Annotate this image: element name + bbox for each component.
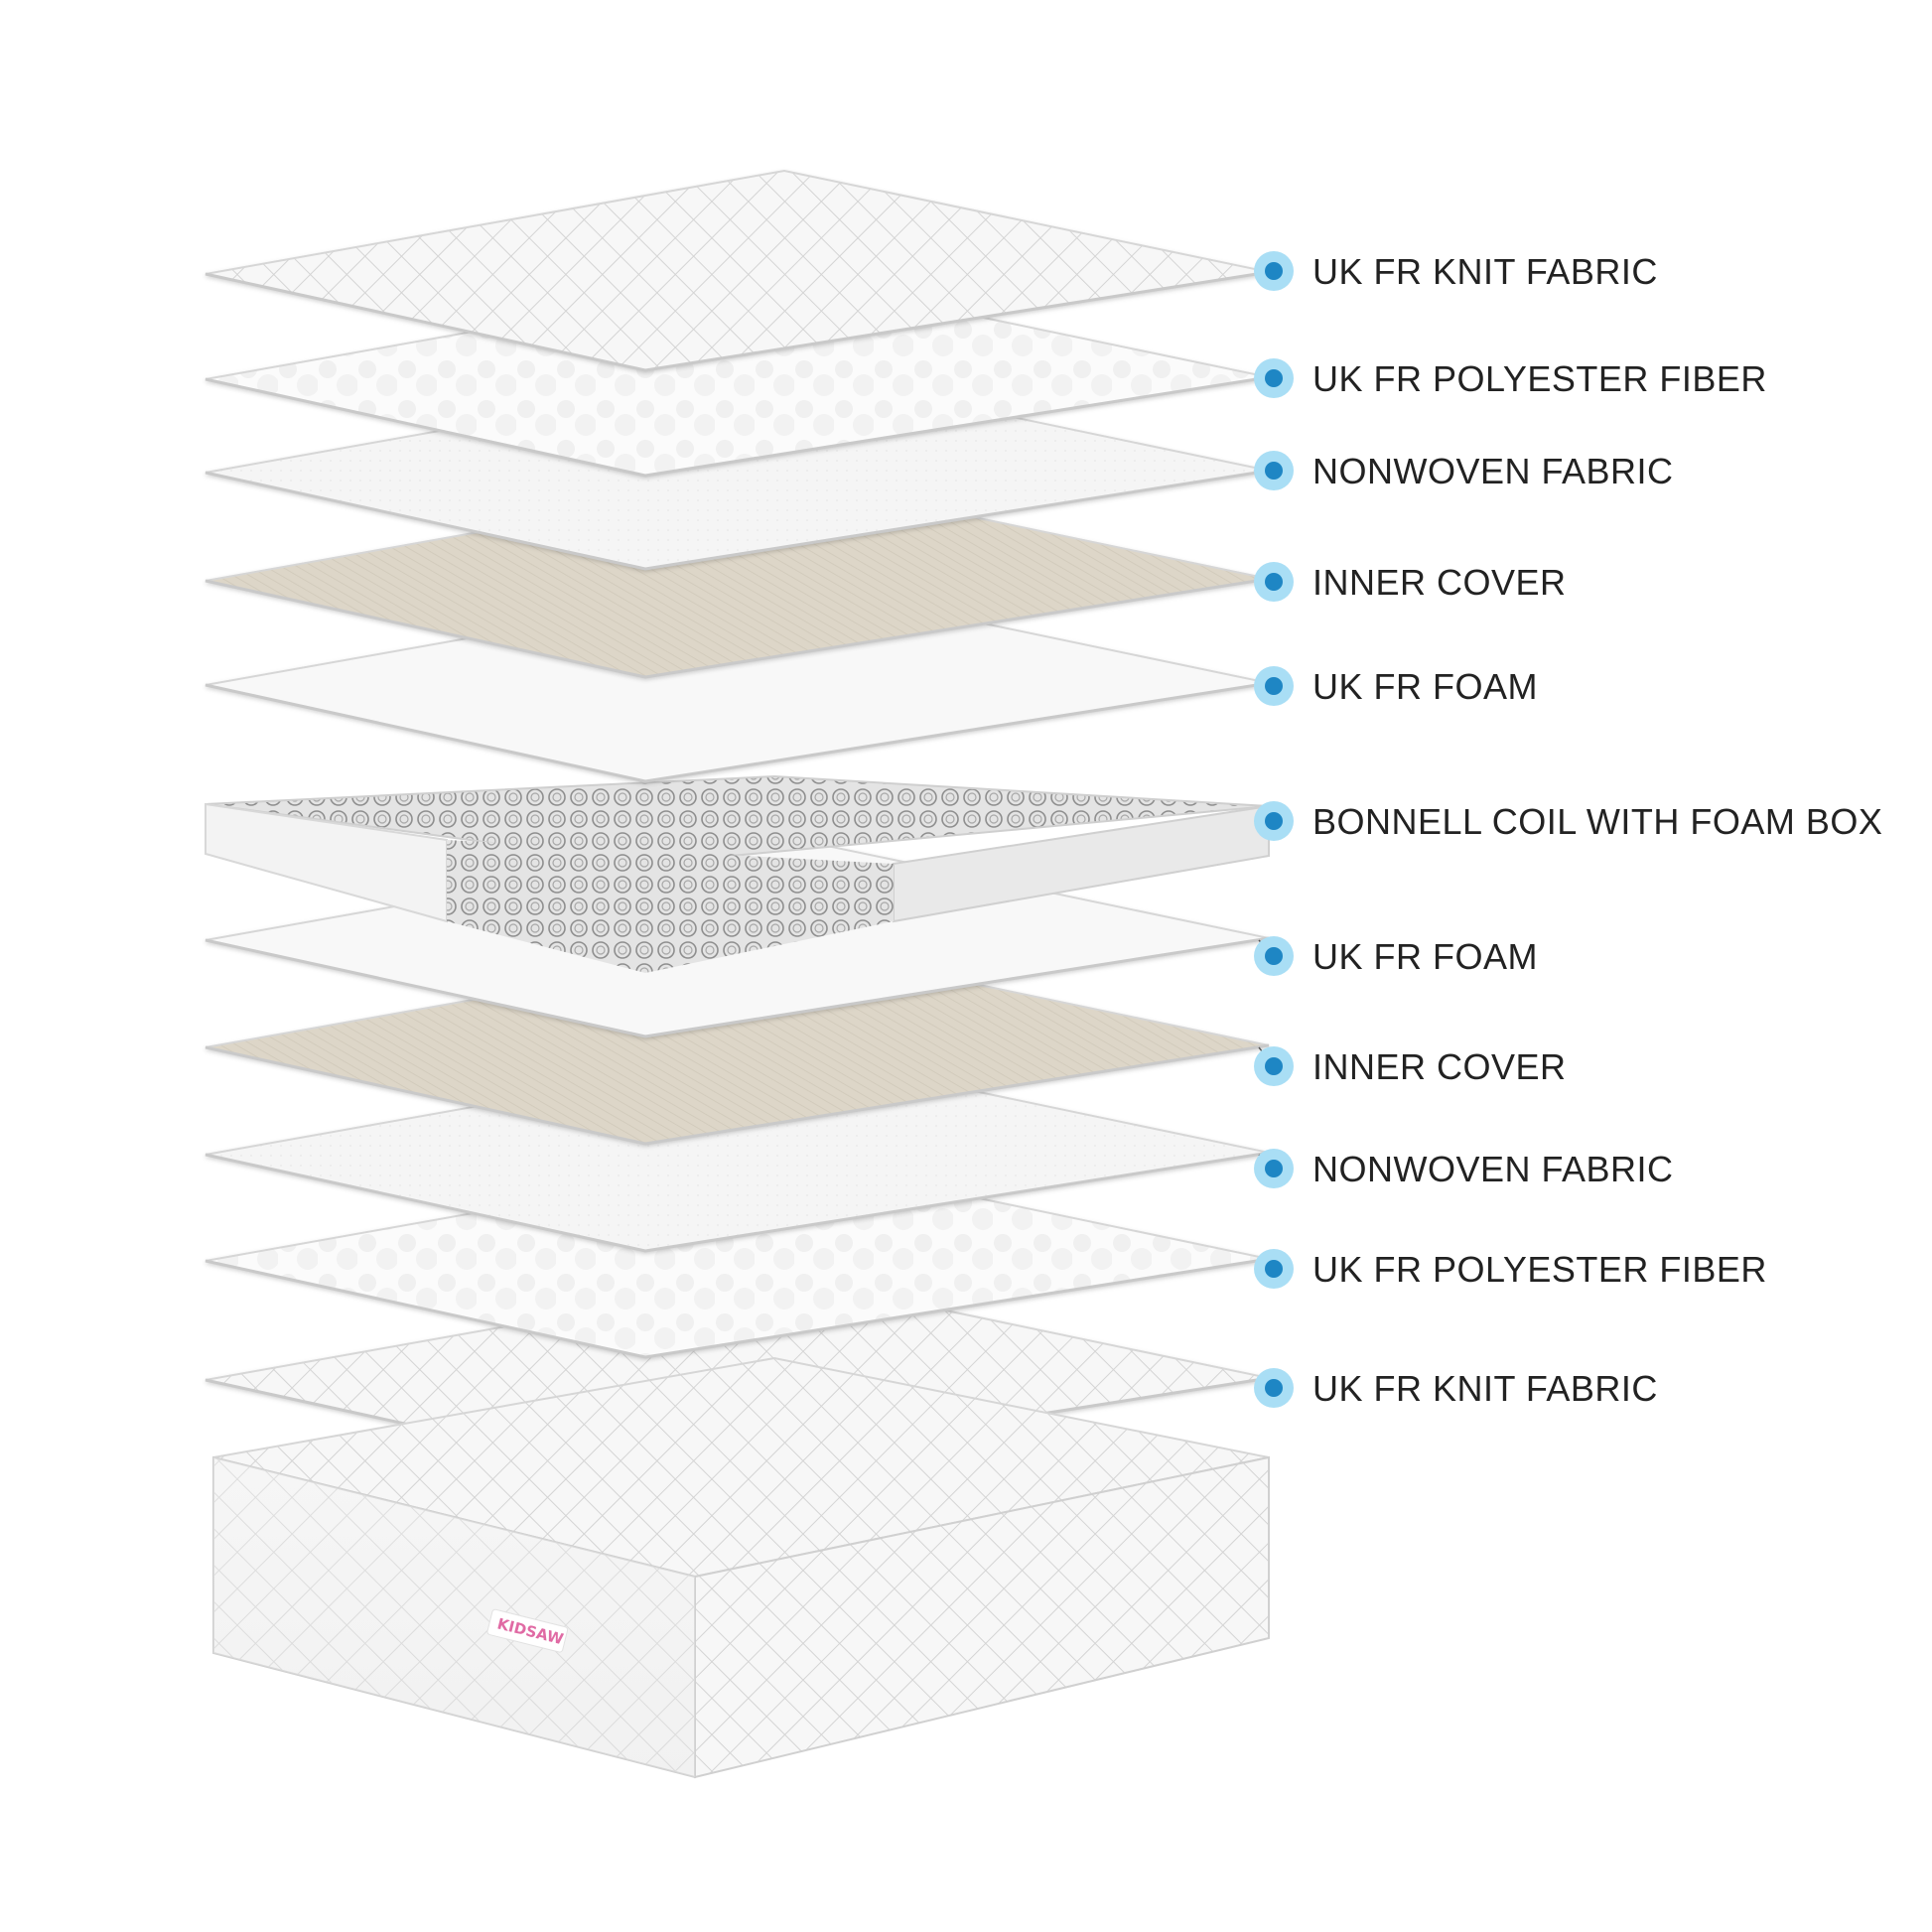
- marker-dot: [1265, 1160, 1283, 1177]
- marker-dot: [1265, 812, 1283, 830]
- layer-6-coil: [205, 774, 1270, 973]
- marker-dot: [1265, 677, 1283, 695]
- callouts-group: UK FR KNIT FABRIC UK FR POLYESTER FIBER NO…: [1254, 251, 1882, 1409]
- layer-label: UK FR KNIT FABRIC: [1312, 251, 1658, 292]
- marker-dot: [1265, 369, 1283, 387]
- callout-11: UK FR KNIT FABRIC: [1254, 1368, 1658, 1409]
- marker-dot: [1265, 1057, 1283, 1075]
- layer-label: INNER COVER: [1312, 562, 1567, 603]
- layer-label: UK FR FOAM: [1312, 936, 1538, 977]
- callout-3: NONWOVEN FABRIC: [1254, 451, 1674, 491]
- callout-6: BONNELL COIL WITH FOAM BOX: [1254, 801, 1882, 842]
- layer-label: UK FR POLYESTER FIBER: [1312, 1249, 1767, 1290]
- layer-label: UK FR POLYESTER FIBER: [1312, 358, 1767, 399]
- layer-1-knit: [205, 169, 1270, 372]
- layer-label: NONWOVEN FABRIC: [1312, 1149, 1674, 1189]
- layer-label: BONNELL COIL WITH FOAM BOX: [1312, 801, 1882, 842]
- marker-dot: [1265, 1260, 1283, 1278]
- marker-dot: [1265, 262, 1283, 280]
- layer-label: NONWOVEN FABRIC: [1312, 451, 1674, 491]
- marker-dot: [1265, 573, 1283, 591]
- callout-9: NONWOVEN FABRIC: [1254, 1149, 1674, 1189]
- callout-5: UK FR FOAM: [1254, 666, 1538, 707]
- callout-2: UK FR POLYESTER FIBER: [1254, 358, 1767, 399]
- bonnell-coils: [447, 840, 894, 973]
- layers-group: [205, 169, 1270, 1478]
- layer-label: INNER COVER: [1312, 1046, 1567, 1087]
- callout-10: UK FR POLYESTER FIBER: [1254, 1249, 1767, 1290]
- marker-dot: [1265, 1379, 1283, 1397]
- assembled-mattress: KIDSAW: [212, 1356, 1270, 1779]
- callout-4: INNER COVER: [1254, 562, 1567, 603]
- marker-dot: [1265, 947, 1283, 965]
- marker-dot: [1265, 462, 1283, 480]
- layer-label: UK FR FOAM: [1312, 666, 1538, 707]
- callout-1: UK FR KNIT FABRIC: [1254, 251, 1658, 292]
- callout-7: UK FR FOAM: [1254, 936, 1538, 977]
- callout-8: INNER COVER: [1254, 1046, 1567, 1087]
- layer-label: UK FR KNIT FABRIC: [1312, 1368, 1658, 1409]
